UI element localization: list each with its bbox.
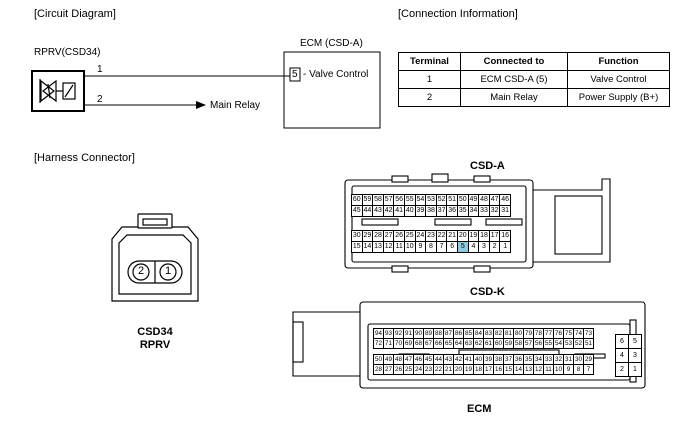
solenoid-valve-icon bbox=[39, 79, 76, 103]
ecm-pin-label: - Valve Control bbox=[303, 69, 369, 80]
cell-terminal: 1 bbox=[398, 70, 461, 89]
csd-a-title: CSD-A bbox=[470, 160, 505, 172]
ecm-title: ECM (CSD-A) bbox=[300, 38, 363, 49]
pin-cell: 6 bbox=[615, 334, 629, 349]
circuit-diagram-heading: [Circuit Diagram] bbox=[34, 8, 116, 20]
pin-cell: 4 bbox=[615, 348, 629, 363]
pin-cell: 2 bbox=[615, 362, 629, 377]
arrow-right-icon bbox=[196, 101, 206, 109]
cell-function: Valve Control bbox=[567, 70, 670, 89]
table-row: 2 Main Relay Power Supply (B+) bbox=[398, 88, 670, 107]
header-function: Function bbox=[567, 52, 670, 71]
wire-2-number: 2 bbox=[97, 94, 103, 105]
csd34-title: CSD34 bbox=[137, 326, 173, 338]
wire-1-number: 1 bbox=[97, 64, 103, 75]
ecm-connector-title: ECM bbox=[467, 403, 492, 415]
pin-cell: 3 bbox=[628, 348, 642, 363]
cell-terminal: 2 bbox=[398, 88, 461, 107]
pin-cell: 51 bbox=[583, 338, 594, 349]
cell-connected-to: ECM CSD-A (5) bbox=[460, 70, 568, 89]
pin-cell: 31 bbox=[499, 205, 511, 217]
connection-info-heading: [Connection Information] bbox=[398, 8, 518, 20]
pin-cell: 7 bbox=[583, 364, 594, 375]
pin-cell: 5 bbox=[628, 334, 642, 349]
cell-function: Power Supply (B+) bbox=[567, 88, 670, 107]
rprv-component-label: RPRV(CSD34) bbox=[34, 47, 101, 58]
connection-table: Terminal Connected to Function 1 ECM CSD… bbox=[398, 52, 670, 107]
csd34-pin-2: 2 bbox=[137, 265, 145, 277]
csd34-pin-1: 1 bbox=[164, 265, 172, 277]
pin-cell: 1 bbox=[499, 241, 511, 253]
ecm-pin-number: 5 bbox=[292, 69, 298, 80]
pin-cell: 1 bbox=[628, 362, 642, 377]
ecm-box bbox=[283, 51, 381, 129]
main-relay-label: Main Relay bbox=[210, 100, 261, 111]
table-row: 1 ECM CSD-A (5) Valve Control bbox=[398, 70, 670, 89]
header-terminal: Terminal bbox=[398, 52, 461, 71]
csd34-connector-drawing bbox=[111, 213, 199, 302]
header-connected-to: Connected to bbox=[460, 52, 568, 71]
csd-k-title: CSD-K bbox=[470, 286, 505, 298]
csd-a-connector bbox=[344, 173, 611, 273]
harness-connector-heading: [Harness Connector] bbox=[34, 152, 135, 164]
csd34-subtitle: RPRV bbox=[139, 339, 171, 351]
circuit-schematic bbox=[31, 51, 381, 129]
cell-connected-to: Main Relay bbox=[460, 88, 568, 107]
ecm-pin-box bbox=[289, 67, 301, 82]
